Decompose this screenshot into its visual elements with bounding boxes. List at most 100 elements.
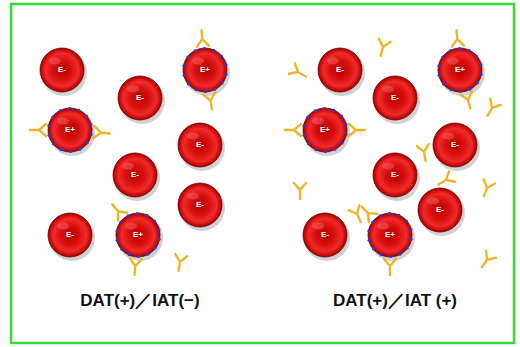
antigen-dot — [115, 229, 118, 232]
cell-highlight — [382, 163, 394, 170]
antigen-label: E- — [431, 121, 479, 169]
cell-highlight — [447, 58, 459, 65]
cell-highlight — [57, 223, 69, 230]
antigen-dot — [187, 82, 190, 85]
antibody-symbol — [460, 92, 476, 111]
antigen-dot — [409, 228, 412, 231]
red-blood-cell: E- — [316, 46, 364, 94]
antigen-dot — [388, 212, 391, 215]
antibody-symbol — [384, 259, 396, 275]
antibody-symbol — [349, 124, 365, 136]
cell-highlight — [377, 223, 389, 230]
antigen-dot — [371, 220, 374, 223]
antigen-dot — [78, 148, 81, 151]
red-blood-cell: E- — [176, 121, 224, 169]
antigen-dot — [145, 214, 148, 217]
antigen-dot — [69, 150, 72, 153]
red-blood-cell: E- — [416, 186, 464, 234]
red-blood-cell: E- — [116, 74, 164, 122]
antigen-dot — [475, 55, 478, 58]
antigen-dot — [441, 55, 444, 58]
antigen-dot — [372, 247, 375, 250]
red-blood-cell: E- — [431, 121, 479, 169]
antigen-dot — [213, 88, 216, 91]
antigen-dot — [449, 49, 452, 52]
antigen-dot — [136, 212, 139, 215]
antigen-dot — [89, 133, 92, 136]
antigen-dot — [380, 253, 383, 256]
antigen-label: E+ — [46, 106, 94, 154]
antibody-symbol — [196, 30, 209, 47]
antigen-dot — [89, 123, 92, 126]
antigen-label: E- — [371, 74, 419, 122]
antigen-dot — [468, 88, 471, 91]
antigen-dot — [324, 150, 327, 153]
antibody-symbol — [93, 126, 110, 139]
antigen-dot — [479, 73, 482, 76]
antigen-dot — [77, 109, 80, 112]
antigen-label: E+ — [181, 46, 229, 94]
red-blood-cell: E+ — [436, 46, 484, 94]
cell-highlight — [127, 86, 139, 93]
antigen-dot — [314, 109, 317, 112]
panel-caption: DAT(+)／IAT (+) — [333, 289, 457, 312]
antigen-dot — [323, 107, 326, 110]
cell-highlight — [442, 133, 454, 140]
red-blood-cell: E+ — [301, 106, 349, 154]
antigen-dot — [186, 55, 189, 58]
antigen-label: E- — [46, 211, 94, 259]
antigen-dot — [220, 55, 223, 58]
antibody-symbol — [482, 99, 500, 119]
antigen-label: E+ — [114, 211, 162, 259]
antigen-dot — [306, 115, 309, 118]
antigen-label: E+ — [301, 106, 349, 154]
antigen-dot — [368, 239, 371, 242]
red-blood-cell: E+ — [114, 211, 162, 259]
antigen-label: E- — [371, 151, 419, 199]
antigen-dot — [204, 90, 207, 93]
antigen-dot — [157, 228, 160, 231]
antigen-dot — [344, 123, 347, 126]
cell-highlight — [382, 86, 394, 93]
antigen-dot — [224, 63, 227, 66]
antigen-dot — [116, 239, 119, 242]
red-blood-cell: E+ — [366, 211, 414, 259]
antigen-dot — [438, 74, 441, 77]
antigen-dot — [48, 134, 51, 137]
red-blood-cell: E- — [46, 211, 94, 259]
cell-highlight — [427, 198, 439, 205]
antigen-dot — [68, 107, 71, 110]
antigen-dot — [51, 115, 54, 118]
antibody-symbol — [289, 63, 309, 81]
antigen-dot — [459, 90, 462, 93]
antigen-dot — [119, 220, 122, 223]
antigen-dot — [303, 134, 306, 137]
cell-highlight — [187, 193, 199, 200]
antigen-dot — [450, 88, 453, 91]
cell-highlight — [192, 58, 204, 65]
antibody-symbol — [285, 124, 301, 136]
antigen-dot — [406, 246, 409, 249]
antigen-dot — [60, 148, 63, 151]
antibody-symbol — [478, 179, 495, 198]
antigen-dot — [47, 124, 50, 127]
antigen-dot — [157, 238, 160, 241]
red-blood-cell: E- — [371, 151, 419, 199]
antigen-dot — [86, 141, 89, 144]
antigen-label: E- — [416, 186, 464, 234]
antigen-label: E- — [316, 46, 364, 94]
antigen-label: E- — [301, 211, 349, 259]
antigen-dot — [389, 255, 392, 258]
cell-highlight — [312, 223, 324, 230]
antigen-dot — [409, 238, 412, 241]
cell-highlight — [57, 118, 69, 125]
antibody-symbol — [30, 124, 46, 136]
antigen-dot — [397, 214, 400, 217]
antigen-dot — [476, 81, 479, 84]
antigen-label: E- — [176, 181, 224, 229]
antigen-label: E- — [176, 121, 224, 169]
antigen-dot — [307, 142, 310, 145]
antigen-label: E+ — [366, 211, 414, 259]
antigen-dot — [183, 74, 186, 77]
